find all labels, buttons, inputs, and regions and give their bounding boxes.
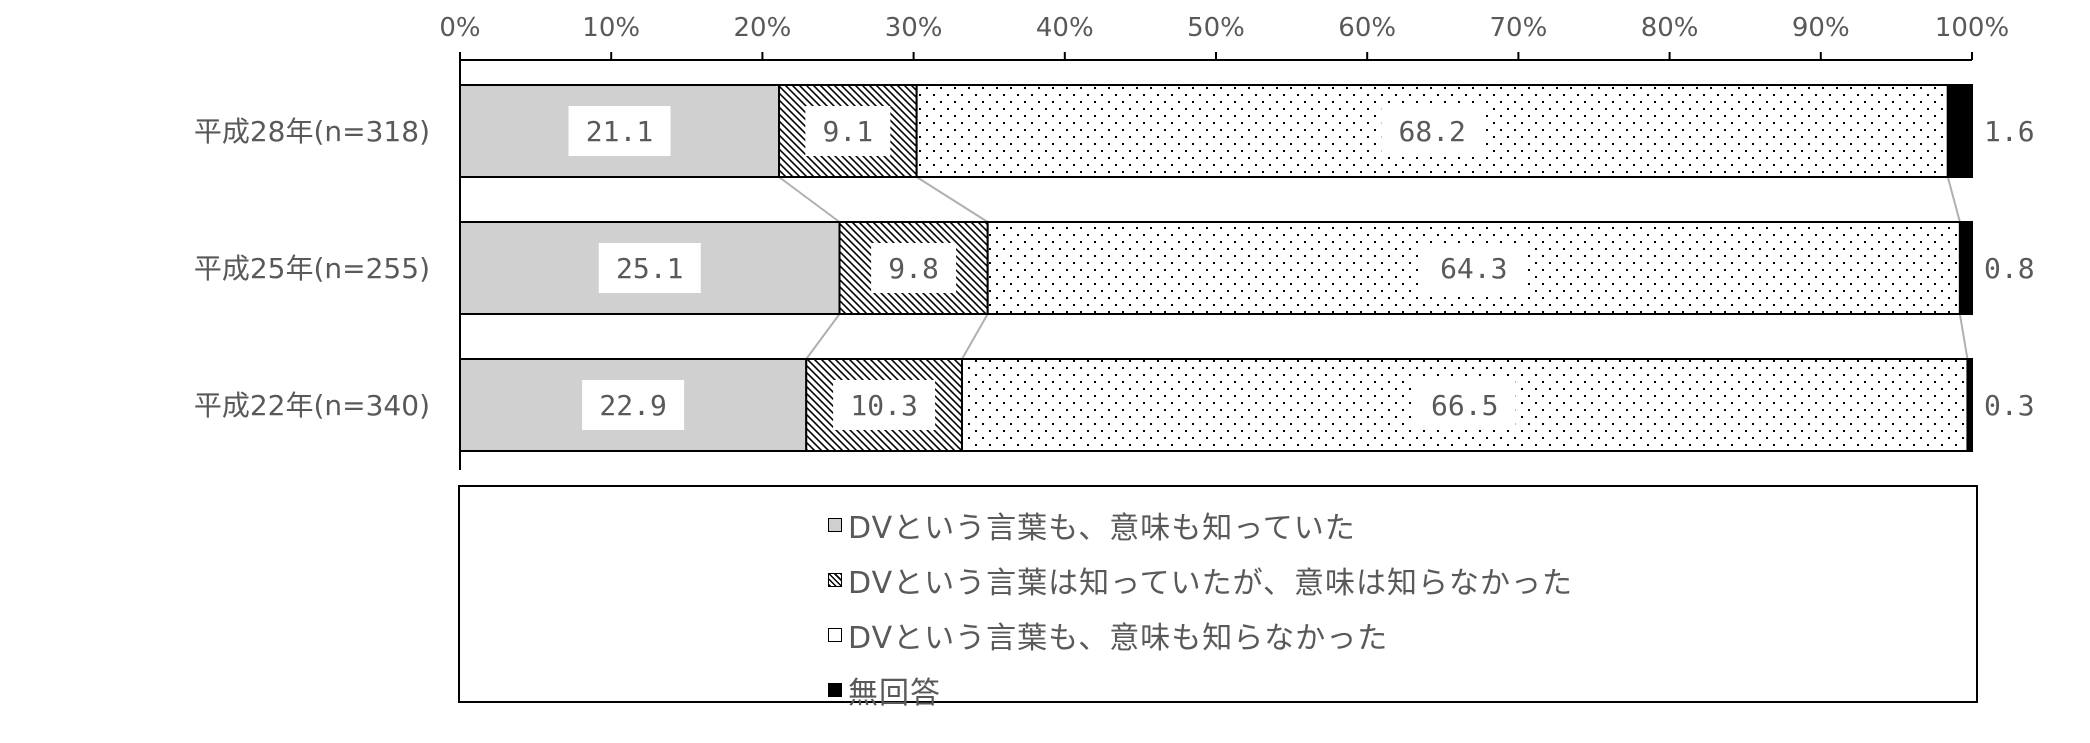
- stacked-bar-chart: 0% 10% 20% 30% 40% 50% 60% 70% 80% 90% 100% 平成28年(…: [194, 13, 2035, 470]
- series-line: [961, 313, 989, 360]
- data-label-bg: [1422, 243, 1525, 293]
- bar-segment: [1966, 358, 1973, 452]
- category-label: 平成25年(n=255): [194, 252, 430, 285]
- category-label: 平成28年(n=318): [194, 115, 430, 148]
- data-label-bg: [582, 380, 685, 430]
- series-line: [778, 176, 841, 223]
- data-labels: 平成28年(n=318) 21.1 9.1 68.2 1.6 平成25年(n=255) 25…: [194, 106, 2035, 430]
- legend-item-knew-word-only: DVという言葉は知っていたが、意味は知らなかった: [828, 552, 1573, 607]
- series-line: [805, 313, 841, 360]
- series-lines: [778, 176, 1969, 360]
- x-axis: 0% 10% 20% 30% 40% 50% 60% 70% 80% 90% 100%: [439, 13, 2009, 470]
- data-label: 25.1: [616, 252, 683, 285]
- legend-item-knew-neither: DVという言葉も、意味も知らなかった: [828, 607, 1573, 662]
- data-label-bg: [833, 380, 936, 430]
- data-label: 66.5: [1431, 389, 1498, 422]
- bar-segment: [1958, 221, 1974, 315]
- legend-swatch-dots: [828, 627, 842, 642]
- series-line: [916, 176, 989, 223]
- data-label: 9.8: [888, 252, 939, 285]
- data-label-bg: [1381, 106, 1484, 156]
- x-tick-label: 0%: [439, 13, 480, 43]
- category-label: 平成22年(n=340): [194, 389, 430, 422]
- data-label-bg: [568, 106, 671, 156]
- data-label: 21.1: [586, 115, 653, 148]
- data-label: 10.3: [850, 389, 917, 422]
- x-tick-label: 100%: [1935, 13, 2009, 43]
- legend: DVという言葉も、意味も知っていた DVという言葉は知っていたが、意味は知らなか…: [458, 485, 1978, 711]
- legend-swatch-gray: [828, 517, 842, 532]
- data-label-bg: [1413, 380, 1516, 430]
- data-label: 22.9: [599, 389, 666, 422]
- data-label: 1.6: [1984, 115, 2035, 148]
- data-label-bg: [598, 243, 701, 293]
- data-label: 0.3: [1984, 389, 2035, 422]
- series-line: [1958, 313, 1969, 360]
- x-tick-label: 30%: [885, 13, 943, 43]
- data-label-bg: [805, 106, 891, 156]
- data-label: 68.2: [1398, 115, 1465, 148]
- x-tick-label: 70%: [1490, 13, 1548, 43]
- x-tick-label: 50%: [1187, 13, 1245, 43]
- x-tick-label: 60%: [1338, 13, 1396, 43]
- legend-swatch-black: [828, 682, 842, 697]
- bar-segment: [778, 84, 918, 178]
- legend-swatch-hatch: [828, 572, 842, 587]
- series-line: [1946, 176, 1961, 223]
- bar-segment: [1946, 84, 1973, 178]
- x-tick-label: 20%: [734, 13, 792, 43]
- x-tick-label: 80%: [1641, 13, 1699, 43]
- x-tick-label: 10%: [582, 13, 640, 43]
- data-label: 9.1: [823, 115, 874, 148]
- legend-label: DVという言葉は知っていたが、意味は知らなかった: [848, 565, 1573, 601]
- legend-item-no-answer: 無回答: [828, 662, 1573, 717]
- legend-label: DVという言葉も、意味も知っていた: [848, 510, 1356, 546]
- x-tick-label: 40%: [1036, 13, 1094, 43]
- data-label: 0.8: [1984, 252, 2035, 285]
- legend-label: DVという言葉も、意味も知らなかった: [848, 620, 1389, 656]
- legend-item-knew-both: DVという言葉も、意味も知っていた: [828, 497, 1573, 552]
- data-label: 64.3: [1440, 252, 1507, 285]
- legend-label: 無回答: [848, 675, 941, 711]
- data-label-bg: [871, 243, 957, 293]
- x-tick-label: 90%: [1792, 13, 1850, 43]
